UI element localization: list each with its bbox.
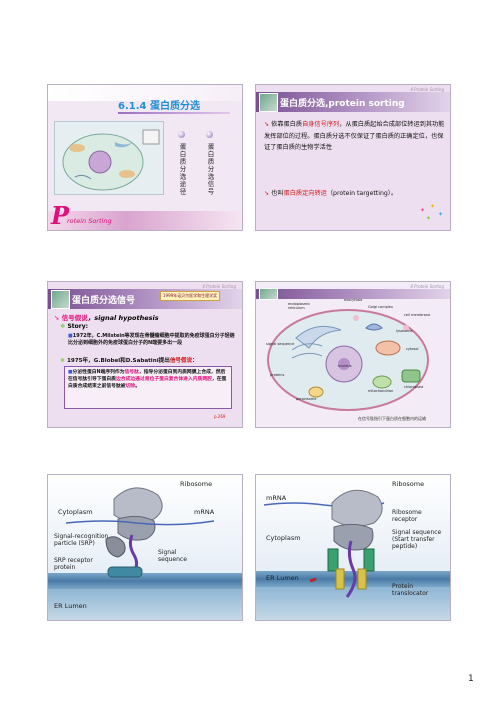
logo-letter: P: [51, 201, 70, 230]
story-item-1975: ❖ 1975年，G.Blobel和D.Sabatini提出信号假说：: [60, 358, 198, 364]
label-cytoplasm: Cytoplasm: [266, 534, 301, 542]
label-er-lumen: ER Lumen: [54, 602, 87, 610]
label-ribosome: Ribosome: [392, 480, 425, 488]
slide-6: mRNA Ribosome Ribosome receptor Cytoplas…: [255, 474, 451, 621]
label-peroxisome: peroxisome: [296, 397, 317, 401]
logo-text: rotein Sorting: [67, 217, 112, 225]
story-item-1972: ■1972年，C.Milstein等发现在骨髓瘤细胞中提取的免疫球蛋白分子轻链比…: [68, 333, 235, 346]
nobel-badge: 1999年诺贝尔医学和生理学奖: [160, 291, 221, 301]
label-nucleus: nucleus: [338, 364, 352, 368]
slide3-header: 4 Protein Sorting: [202, 284, 236, 289]
slide2-para-2: ➘ 也叫蛋白质定向转运（protein targetting）。: [264, 190, 398, 197]
slide-1: 6.1.4 蛋白质分选 蛋白质分选途径 蛋白质分选信号 P rotein Sor…: [47, 84, 243, 231]
cell-diagram-image: [54, 121, 164, 195]
slide-5: Ribosome Cytoplasm mRNA Signal-recogniti…: [47, 474, 243, 621]
label-srp-receptor: SRP receptor protein: [54, 557, 93, 571]
label-cytoplasm: Cytoplasm: [58, 508, 93, 516]
slide1-top-band: [48, 85, 242, 101]
protein-transport-diagram: [267, 309, 429, 411]
arrow-bullet-icon: ➘: [264, 121, 270, 128]
sphere-icon-1: [178, 131, 185, 138]
label-signal-sequence: Signal sequence (Start transfer peptide): [392, 529, 442, 550]
slide4-top-band: [256, 289, 450, 299]
slide2-para-1: ➘ 依靠蛋白质自身信号序列，从蛋白质起始合成部位转运到其功能发挥部位的过程。蛋白…: [264, 121, 445, 151]
slide2-header: 4 Protein Sorting: [410, 87, 444, 92]
vlabel-pathways: 蛋白质分选途径: [178, 143, 186, 196]
label-srp: Signal-recognition particle (SRP): [54, 533, 109, 547]
label-signal-sequence: signal sequence: [266, 342, 295, 346]
slide3-thumbnail: [51, 290, 70, 309]
story-label: ❖ Story:: [60, 323, 89, 330]
label-proteins: proteins: [270, 373, 285, 377]
slide-2: 4 Protein Sorting 蛋白质分选,protein sorting …: [255, 84, 451, 231]
diamond-icon: ❖: [60, 358, 66, 364]
label-cell-membrane: cell membrane: [404, 313, 431, 317]
slide1-title: 6.1.4 蛋白质分选: [118, 101, 200, 112]
arrow-bullet-icon: ➘: [264, 190, 270, 197]
label-lysosome: lysosome: [396, 329, 413, 333]
slide4-thumbnail: [259, 288, 278, 300]
slide5-lumen-bg: [48, 589, 242, 620]
label-mrna: mRNA: [266, 494, 287, 502]
label-mitochondrion: mitochondrion: [368, 389, 394, 393]
cell-illustration: [62, 129, 160, 191]
definition-box: ■分泌性蛋白N端序列作为信号肽，指导分泌蛋白到内质网膜上合成，然后在信号肽引导下…: [64, 366, 232, 409]
square-bullet-icon: ■: [68, 333, 73, 339]
vlabel-signals: 蛋白质分选信号: [206, 143, 214, 196]
label-er-lumen: ER Lumen: [266, 574, 299, 582]
slide-3: 4 Protein Sorting 蛋白质分选信号 1999年诺贝尔医学和生理学…: [47, 281, 243, 428]
label-ribosome: Ribosome: [180, 480, 213, 488]
slide4-caption: 在信号肽指引下蛋白质在细胞内的运输: [358, 416, 426, 421]
slide5-membrane: [48, 573, 242, 589]
slide3-title: 蛋白质分选信号: [72, 296, 136, 306]
slide2-title: 蛋白质分选,protein sorting: [280, 99, 405, 109]
label-protein-translocator: Protein translocator: [392, 583, 429, 597]
slide6-lumen-bg: [256, 587, 450, 620]
arrow-bullet-icon: ➘: [54, 314, 60, 322]
sphere-icon-2: [206, 131, 213, 138]
diamond-icon: ❖: [60, 323, 66, 330]
label-exocytosis: exocytosis: [344, 298, 363, 302]
label-golgi: Golgi complex: [368, 305, 393, 309]
slide2-band: [256, 92, 450, 112]
hypothesis-subtitle: ➘ 信号假说，signal hypothesis: [54, 314, 159, 322]
page-reference: p.269: [214, 414, 226, 419]
label-signal-sequence: Signal sequence: [158, 549, 187, 563]
label-er: endoplasmic reticulum: [288, 302, 311, 310]
label-chloroplast: chloroplast: [404, 385, 424, 389]
label-ribosome-receptor: Ribosome receptor: [392, 509, 422, 523]
translocation-illustration: [263, 489, 385, 598]
label-cytosol: cytosol: [406, 347, 419, 351]
square-bullet-icon: ■: [68, 370, 73, 375]
slide-4: 4 Protein Sorting exocytosis Golgi compl…: [255, 281, 451, 428]
label-mrna: mRNA: [194, 508, 215, 516]
srp-binding-illustration: [65, 487, 215, 578]
logo-bar: [48, 211, 242, 230]
page-number: 1: [468, 674, 474, 684]
slide4-header: 4 Protein Sorting: [410, 284, 444, 289]
confetti-decoration: ✦ ✦ ✦ ✦: [420, 203, 444, 222]
slide2-thumbnail: [259, 93, 278, 112]
slide6-membrane: [256, 571, 450, 587]
title-underline: [118, 112, 230, 114]
